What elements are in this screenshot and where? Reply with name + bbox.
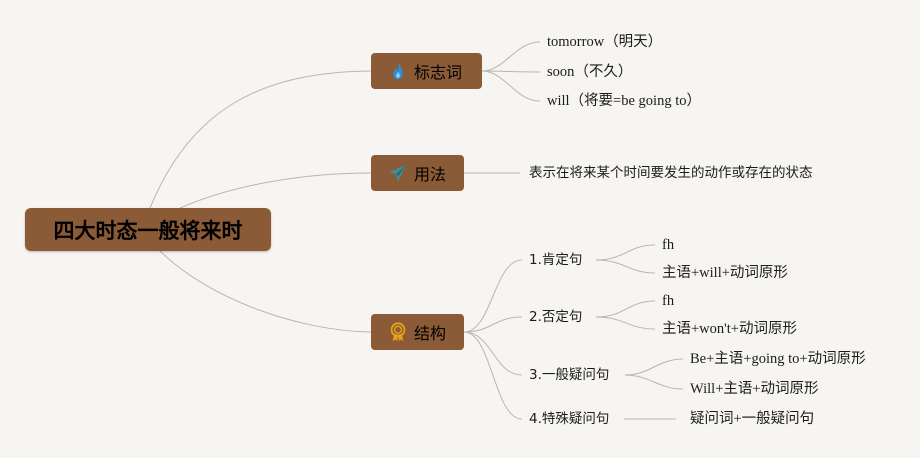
link-s2-b — [595, 316, 656, 330]
branch-structure-label: 结构 — [414, 324, 447, 343]
structure-leaf: Be+主语+going to+动词原形 — [690, 351, 866, 367]
link-struct-1 — [463, 259, 523, 333]
structure-item-affirmative: 1.肯定句 — [529, 252, 583, 268]
link-struct-3 — [463, 331, 523, 376]
structure-item-special-question: 4.特殊疑问句 — [529, 411, 610, 427]
root-label: 四大时态一般将来时 — [53, 218, 243, 243]
link-markers-2 — [481, 70, 541, 73]
structure-leaf: Will+主语+动词原形 — [690, 381, 819, 397]
usage-description: 表示在将来某个时间要发生的动作或存在的状态 — [529, 165, 813, 181]
structure-leaf: 疑问词+一般疑问句 — [690, 411, 815, 427]
branch-usage[interactable]: 用法 — [371, 155, 464, 191]
structure-leaf: fh — [662, 237, 675, 253]
link-s1-a — [595, 244, 656, 261]
marker-item: soon（不久） — [547, 64, 633, 80]
branch-markers[interactable]: 标志词 — [371, 53, 482, 89]
branch-usage-label: 用法 — [414, 165, 447, 184]
link-root-usage — [179, 172, 372, 209]
structure-leaf: 主语+will+动词原形 — [662, 265, 788, 281]
award-icon — [387, 321, 409, 343]
root-node[interactable]: 四大时态一般将来时 — [25, 208, 271, 251]
paper-plane-icon — [387, 162, 409, 184]
structure-leaf: 主语+won't+动词原形 — [662, 321, 797, 337]
link-struct-4 — [463, 331, 523, 420]
marker-item: will（将要=be going to） — [547, 93, 701, 109]
link-struct-2 — [463, 316, 523, 333]
link-root-markers — [149, 70, 372, 209]
link-markers-1 — [481, 41, 541, 72]
structure-item-general-question: 3.一般疑问句 — [529, 367, 610, 383]
link-root-structure — [159, 250, 372, 333]
link-s3-a — [624, 358, 684, 376]
branch-structure[interactable]: 结构 — [371, 314, 464, 350]
link-s3-b — [624, 374, 684, 390]
link-markers-3 — [481, 70, 541, 102]
link-s1-b — [595, 259, 656, 274]
marker-item: tomorrow（明天） — [547, 34, 663, 50]
branch-markers-label: 标志词 — [414, 63, 463, 82]
flame-icon — [387, 60, 409, 82]
structure-item-negative: 2.否定句 — [529, 309, 583, 325]
structure-leaf: fh — [662, 293, 675, 309]
link-s2-a — [595, 300, 656, 318]
